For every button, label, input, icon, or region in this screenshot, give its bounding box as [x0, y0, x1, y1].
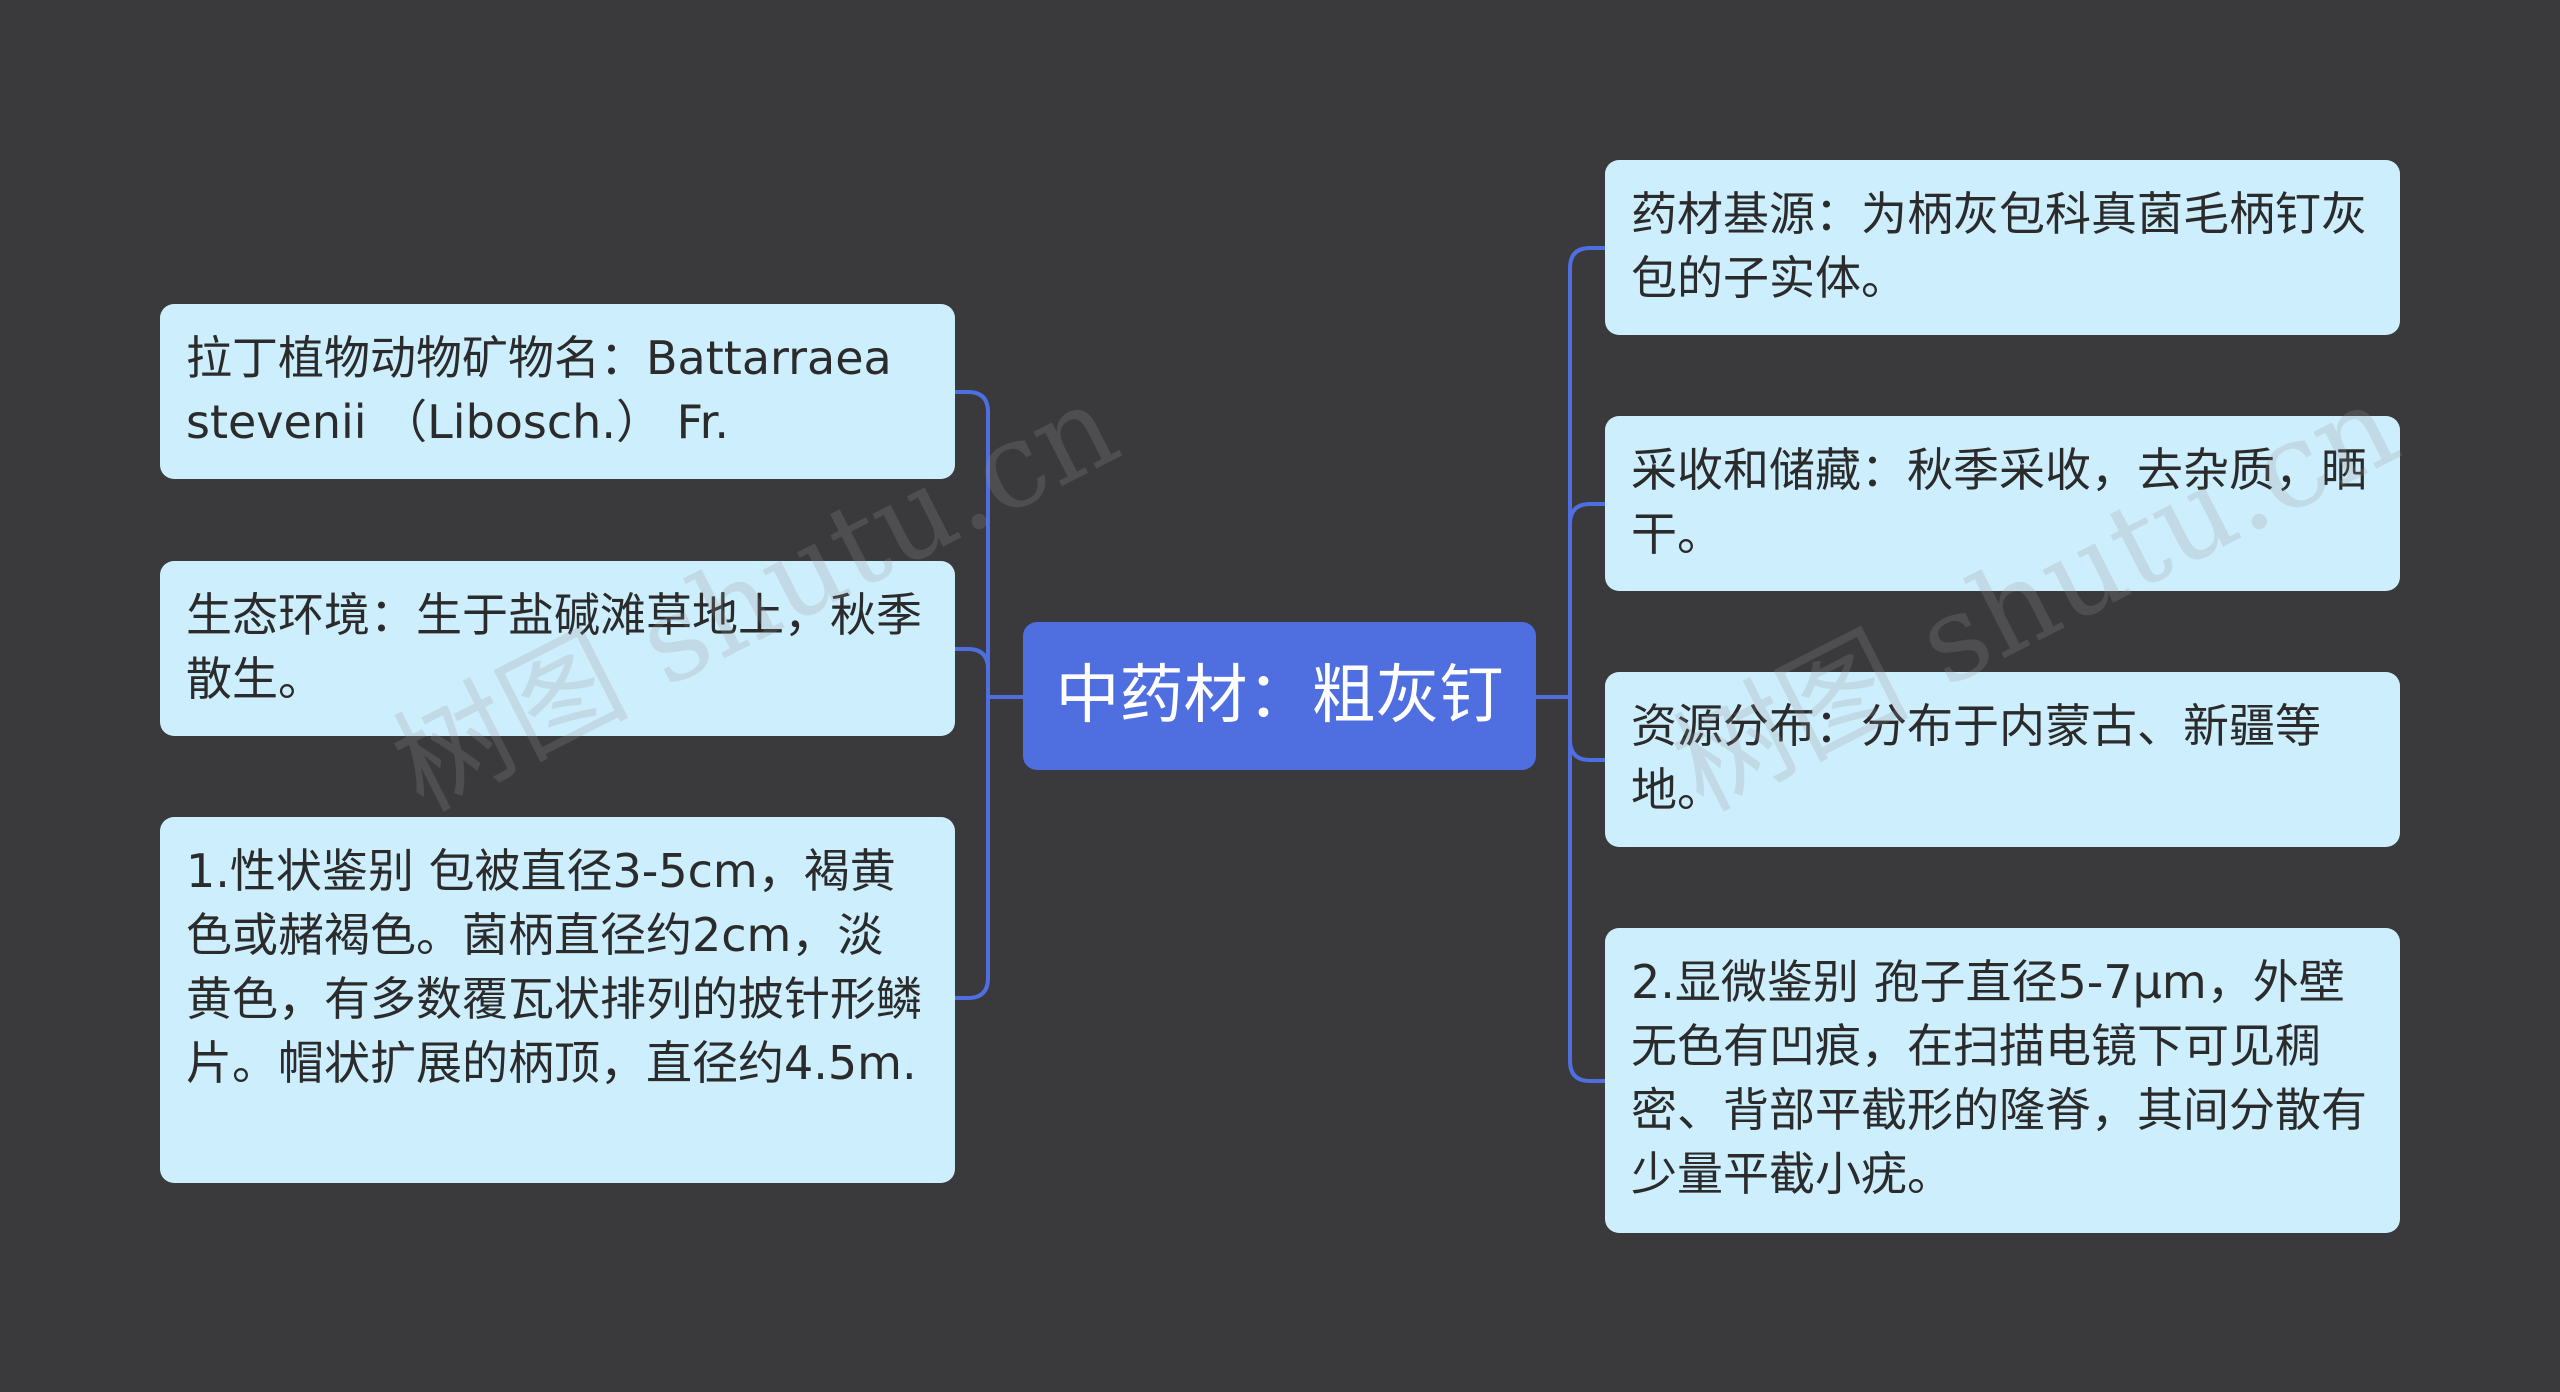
topic-harvest-storage[interactable]: 采收和储藏：秋季采收，去杂质，晒干。	[1605, 416, 2400, 591]
topic-microscopic-identification[interactable]: 2.显微鉴别 孢子直径5-7μm，外壁无色有凹痕，在扫描电镜下可见稠密、背部平截…	[1605, 928, 2400, 1233]
connector-right-4	[1568, 695, 1607, 1083]
topic-resource-distribution[interactable]: 资源分布：分布于内蒙古、新疆等地。	[1605, 672, 2400, 847]
connector-left-2	[953, 647, 990, 699]
connector-right-2	[1568, 502, 1607, 699]
connector-right-1	[1568, 246, 1607, 699]
topic-character-identification[interactable]: 1.性状鉴别 包被直径3-5cm，褐黄色或赭褐色。菌柄直径约2cm，淡黄色，有多…	[160, 817, 955, 1183]
topic-latin-name[interactable]: 拉丁植物动物矿物名：Battarraea stevenii （Libosch.）…	[160, 304, 955, 479]
topic-medicinal-source[interactable]: 药材基源：为柄灰包科真菌毛柄钉灰包的子实体。	[1605, 160, 2400, 335]
connector-right-3	[1568, 695, 1607, 762]
topic-ecological-environment[interactable]: 生态环境：生于盐碱滩草地上，秋季散生。	[160, 561, 955, 736]
connector-left-3	[953, 695, 990, 1000]
connector-left-1	[953, 390, 990, 699]
central-topic[interactable]: 中药材：粗灰钉	[1023, 622, 1536, 770]
